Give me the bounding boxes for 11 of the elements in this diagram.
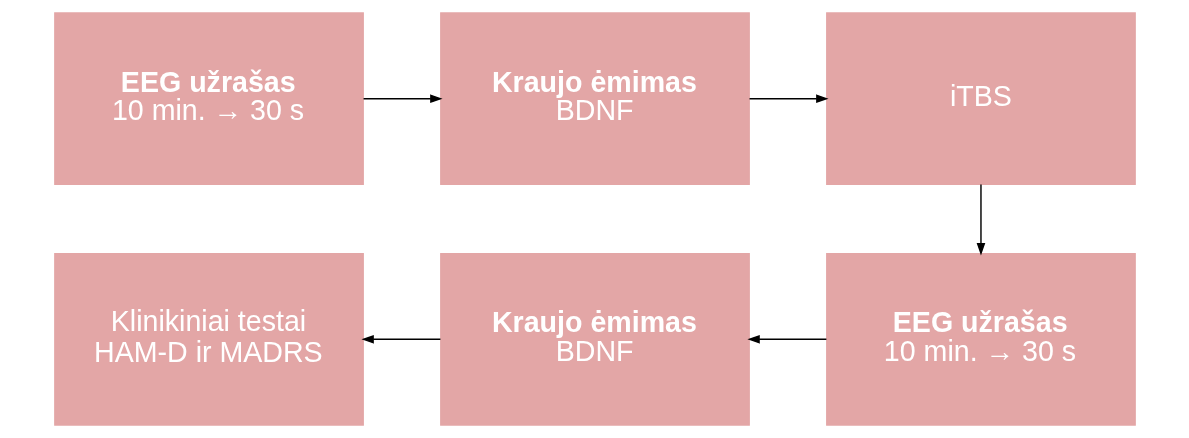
node-box: Kraujo ėmimas BDNF: [439, 252, 750, 426]
node-box: Kraujo ėmimas BDNF: [439, 12, 750, 186]
node-box: EEG užrašas 10 min. → 30 s: [825, 252, 1136, 426]
arrow: [360, 334, 441, 344]
node-box: Klinikiniai testai HAM-D ir MADRS: [53, 252, 364, 426]
arrow: [362, 94, 443, 104]
node-box: iTBS: [825, 12, 1136, 186]
node-box: EEG užrašas 10 min. → 30 s: [53, 12, 364, 186]
arrow: [976, 183, 985, 256]
arrow: [746, 334, 827, 344]
arrow: [748, 94, 829, 104]
